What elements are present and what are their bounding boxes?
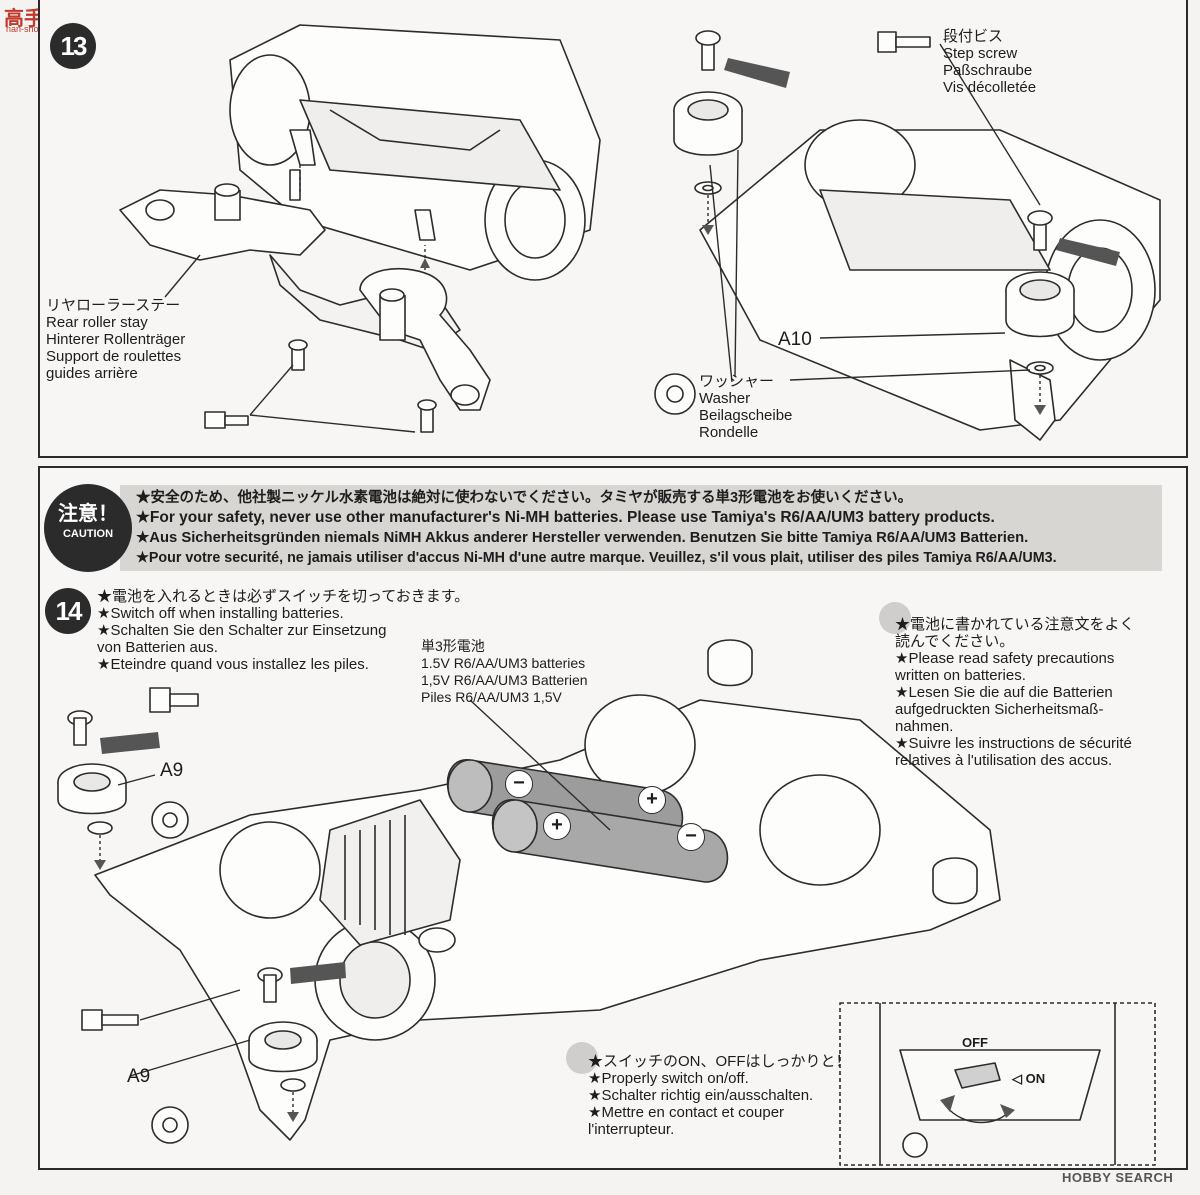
washer-en: Washer (699, 390, 751, 407)
switch-onoff-de: ★Schalter richtig ein/ausschalten. (588, 1087, 814, 1104)
step13-badge: 13 (50, 23, 96, 69)
safety-fr2: relatives à l'utilisation des accus. (895, 752, 1113, 769)
batteries-jp: 単3形電池 (421, 638, 485, 654)
rear-roller-stay-jp: リヤローラーステー (46, 297, 181, 314)
safety-en1: ★Please read safety precautions (895, 650, 1115, 667)
safety-en2: written on batteries. (895, 667, 1026, 684)
caution-line-jp: ★安全のため、他社製ニッケル水素電池は絶対に使わないでください。タミヤが販売する… (136, 490, 913, 506)
switch-onoff-fr2: l'interrupteur. (588, 1121, 675, 1138)
part-a10-label: A10 (778, 329, 812, 350)
switch-off-de2: von Batterien aus. (97, 639, 218, 656)
switch-off-en: ★Switch off when installing batteries. (97, 605, 344, 622)
step-screw-jp: 段付ビス (943, 28, 1004, 45)
washer-de: Beilagscheibe (699, 407, 793, 424)
part-a9-lower-label: A9 (127, 1066, 151, 1087)
washer-label: ワッシャー Washer Beilagscheibe Rondelle (699, 373, 792, 441)
switch-off-fr: ★Eteindre quand vous installez les piles… (97, 656, 369, 673)
batteries-de: 1,5V R6/AA/UM3 Batterien (421, 672, 588, 688)
step-screw-fr: Vis décolletée (943, 79, 1037, 96)
switch-off-note: ★電池を入れるときは必ずスイッチを切っておきます。 ★Switch off wh… (97, 588, 469, 673)
caution-band (120, 485, 1162, 571)
safety-jp2: 読んでください。 (895, 633, 1015, 650)
batteries-fr: Piles R6/AA/UM3 1,5V (421, 689, 562, 705)
caution-badge: 注意！ CAUTION (44, 484, 132, 572)
caution-line-de: ★Aus Sicherheitsgründen niemals NiMH Akk… (136, 530, 1029, 546)
switch-on-marker: ◁ ON (1012, 1071, 1046, 1086)
switch-onoff-fr1: ★Mettre en contact et couper (588, 1104, 785, 1121)
safety-jp1: ★電池に書かれている注意文をよく (895, 616, 1135, 633)
battery2-minus: − (677, 823, 705, 851)
caution-line-fr: ★Pour votre securité, ne jamais utiliser… (136, 550, 1057, 566)
watermark-hobbysearch: HOBBY SEARCH (1062, 1170, 1174, 1185)
batteries-label: 単3形電池 1.5V R6/AA/UM3 batteries 1,5V R6/A… (421, 638, 588, 706)
caution-text: ★安全のため、他社製ニッケル水素電池は絶対に使わないでください。タミヤが販売する… (136, 488, 1057, 568)
watermark-url: nan-shou.com (6, 24, 64, 34)
rear-roller-stay-fr2: guides arrière (46, 365, 138, 382)
step-screw-de: Paßschraube (943, 62, 1033, 79)
rear-roller-stay-label: リヤローラーステー Rear roller stay Hinterer Roll… (46, 297, 185, 382)
washer-jp: ワッシャー (699, 373, 775, 390)
safety-de2: aufgedruckten Sicherheitsmaß- (895, 701, 1104, 718)
step-screw-label: 段付ビス Step screw Paßschraube Vis décollet… (943, 28, 1036, 96)
caution-badge-jp: 注意！ (58, 503, 118, 525)
rear-roller-stay-fr1: Support de roulettes (46, 348, 182, 365)
switch-onoff-jp: ★スイッチのON、OFFはしっかりと！ (588, 1053, 851, 1070)
caution-badge-en: CAUTION (62, 528, 114, 540)
rear-roller-stay-en: Rear roller stay (46, 314, 148, 331)
battery2-plus: + (543, 812, 571, 840)
step14-badge: 14 (45, 588, 91, 634)
battery1-minus: − (505, 770, 533, 798)
switch-onoff-en: ★Properly switch on/off. (588, 1070, 749, 1087)
part-a9-upper-label: A9 (160, 760, 184, 781)
switch-off-jp: ★電池を入れるときは必ずスイッチを切っておきます。 (97, 588, 470, 605)
switch-onoff-note: ★スイッチのON、OFFはしっかりと！ ★Properly switch on/… (588, 1053, 851, 1138)
washer-fr: Rondelle (699, 424, 759, 441)
safety-de3: nahmen. (895, 718, 954, 735)
switch-off-de1: ★Schalten Sie den Schalter zur Einsetzun… (97, 622, 387, 639)
safety-note: ★電池に書かれている注意文をよく 読んでください。 ★Please read s… (895, 616, 1135, 769)
safety-de1: ★Lesen Sie die auf die Batterien (895, 684, 1113, 701)
batteries-en: 1.5V R6/AA/UM3 batteries (421, 655, 586, 671)
switch-off-marker: OFF (962, 1035, 988, 1050)
step-screw-en: Step screw (943, 45, 1018, 62)
caution-line-en: ★For your safety, never use other manufa… (136, 509, 995, 526)
safety-fr1: ★Suivre les instructions de sécurité (895, 735, 1132, 752)
battery1-plus: + (638, 786, 666, 814)
rear-roller-stay-de: Hinterer Rollenträger (46, 331, 186, 348)
